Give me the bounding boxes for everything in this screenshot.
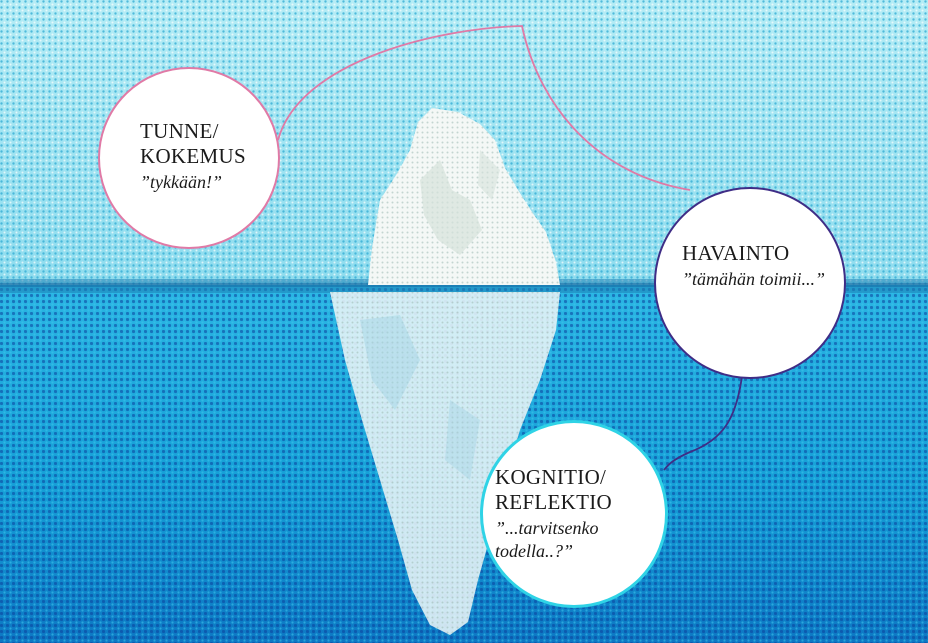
kognitio-title-line2: REFLEKTIO	[495, 490, 612, 515]
bubble-havainto: HAVAINTO ”tämähän toimii...”	[654, 187, 846, 379]
tunne-title-line2: KOKEMUS	[140, 144, 246, 169]
tunne-quote: ”tykkään!”	[140, 171, 246, 194]
kognitio-quote-line2: todella..?”	[495, 540, 612, 563]
kognitio-title-line1: KOGNITIO/	[495, 465, 612, 490]
havainto-quote: ”tämähän toimii...”	[682, 268, 825, 291]
havainto-title: HAVAINTO	[682, 241, 825, 266]
tunne-title-line1: TUNNE/	[140, 119, 246, 144]
kognitio-quote-line1: ”...tarvitsenko	[495, 517, 612, 540]
bubble-tunne-kokemus: TUNNE/ KOKEMUS ”tykkään!”	[98, 67, 280, 249]
bubble-kognitio-reflektio: KOGNITIO/ REFLEKTIO ”...tarvitsenko tode…	[480, 420, 668, 608]
